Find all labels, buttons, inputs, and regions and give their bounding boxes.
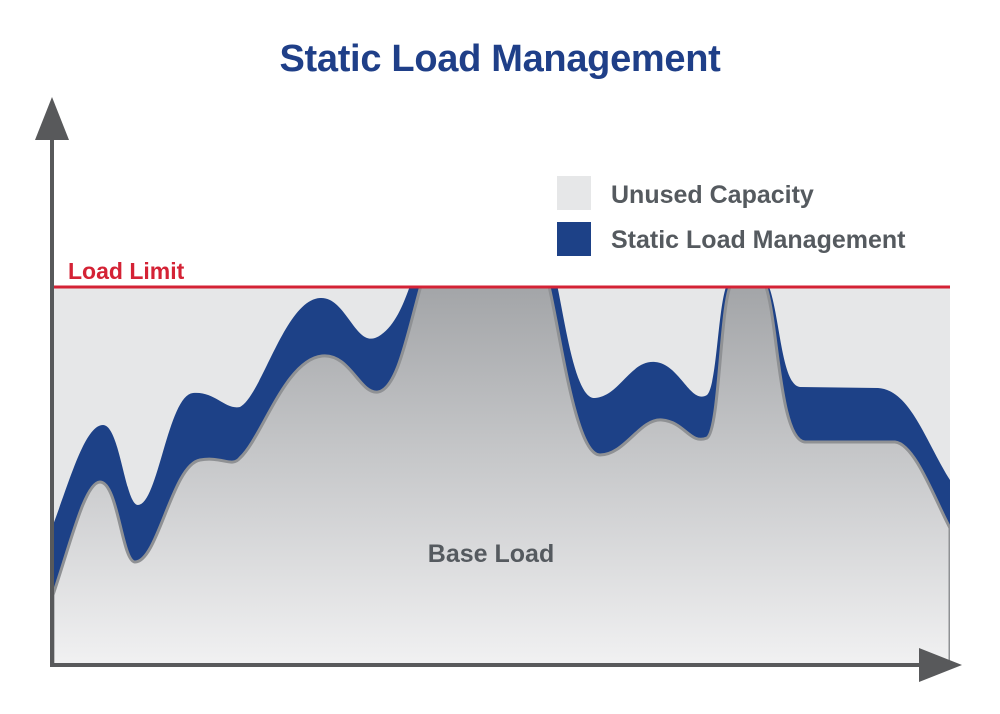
legend: Unused Capacity Static Load Management	[557, 176, 906, 256]
y-axis-arrow-icon	[35, 97, 69, 140]
base-load-label: Base Load	[428, 540, 554, 568]
x-axis-arrow-icon	[919, 648, 962, 682]
legend-swatch-unused-capacity	[557, 176, 591, 210]
chart-title: Static Load Management	[279, 38, 721, 80]
legend-swatch-static-load-management	[557, 222, 591, 256]
load-limit-label: Load Limit	[68, 258, 185, 284]
legend-label-static-load-management: Static Load Management	[611, 226, 906, 254]
legend-label-unused-capacity: Unused Capacity	[611, 181, 814, 209]
